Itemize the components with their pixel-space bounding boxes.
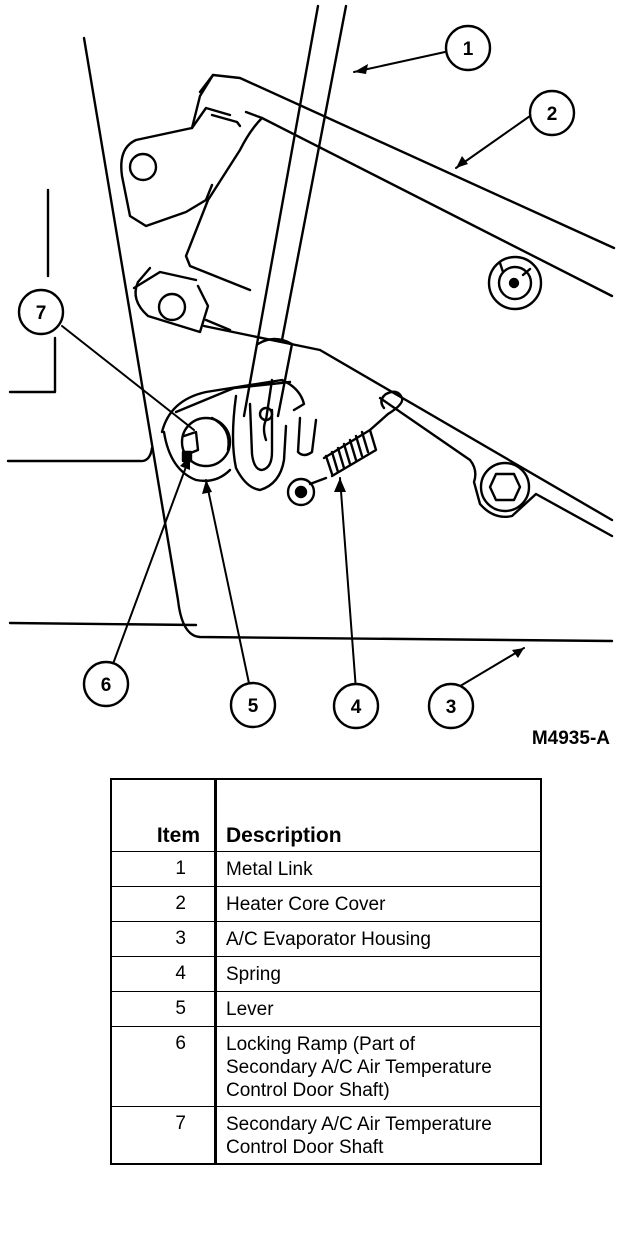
legend-item-number: 2 <box>110 886 216 922</box>
callout-4: 4 <box>332 682 380 730</box>
callout-5-label: 5 <box>248 696 259 717</box>
legend-item-description: Heater Core Cover <box>214 886 542 922</box>
legend-header-description: Description <box>214 778 542 852</box>
figure-id: M4935-A <box>532 728 610 749</box>
legend-row: 5 Lever <box>110 991 542 1027</box>
legend-item-description: Secondary A/C Air Temperature Control Do… <box>214 1106 542 1165</box>
legend-item-description: Metal Link <box>214 851 542 887</box>
legend-row: 7 Secondary A/C Air Temperature Control … <box>110 1106 542 1165</box>
fastener-lower <box>378 396 614 538</box>
legend-item-description: Spring <box>214 956 542 992</box>
legend-item-number: 1 <box>110 851 216 887</box>
legend-row: 6 Locking Ramp (Part of Secondary A/C Ai… <box>110 1026 542 1107</box>
callout-7-label: 7 <box>36 303 47 324</box>
callout-1: 1 <box>444 24 492 72</box>
legend-row: 1 Metal Link <box>110 851 542 887</box>
legend-header-row: Item Description <box>110 778 542 852</box>
legend-item-number: 7 <box>110 1106 216 1165</box>
callout-4-label: 4 <box>351 697 362 718</box>
callout-6: 6 <box>82 660 130 708</box>
callout-2: 2 <box>528 89 576 137</box>
leader-lines <box>61 51 531 705</box>
callout-6-label: 6 <box>101 675 112 696</box>
fastener-upper <box>487 255 543 311</box>
legend-item-number: 3 <box>110 921 216 957</box>
callout-5: 5 <box>229 681 277 729</box>
metal-link <box>242 4 348 442</box>
callout-7: 7 <box>17 288 65 336</box>
leader-arrowheads <box>180 64 524 658</box>
callout-3-label: 3 <box>446 697 457 718</box>
legend-row: 3 A/C Evaporator Housing <box>110 921 542 957</box>
evaporator-housing <box>6 36 614 643</box>
legend-item-number: 5 <box>110 991 216 1027</box>
heater-core-cover <box>120 73 616 522</box>
legend-row: 2 Heater Core Cover <box>110 886 542 922</box>
callout-1-label: 1 <box>463 39 474 60</box>
spring <box>286 390 404 507</box>
callout-3: 3 <box>427 682 475 730</box>
legend-item-description: Lever <box>214 991 542 1027</box>
callout-2-label: 2 <box>547 104 558 125</box>
legend-table: Item Description 1 Metal Link 2 Heater C… <box>110 778 542 1165</box>
legend-item-description: A/C Evaporator Housing <box>214 921 542 957</box>
legend-item-description: Locking Ramp (Part of Secondary A/C Air … <box>214 1026 542 1107</box>
legend-row: 4 Spring <box>110 956 542 992</box>
lever <box>160 378 318 492</box>
mechanism-diagram: 1 2 3 4 5 6 7 M4935-A <box>6 4 616 749</box>
legend-item-number: 6 <box>110 1026 216 1107</box>
legend-item-number: 4 <box>110 956 216 992</box>
legend-header-item: Item <box>110 778 216 852</box>
